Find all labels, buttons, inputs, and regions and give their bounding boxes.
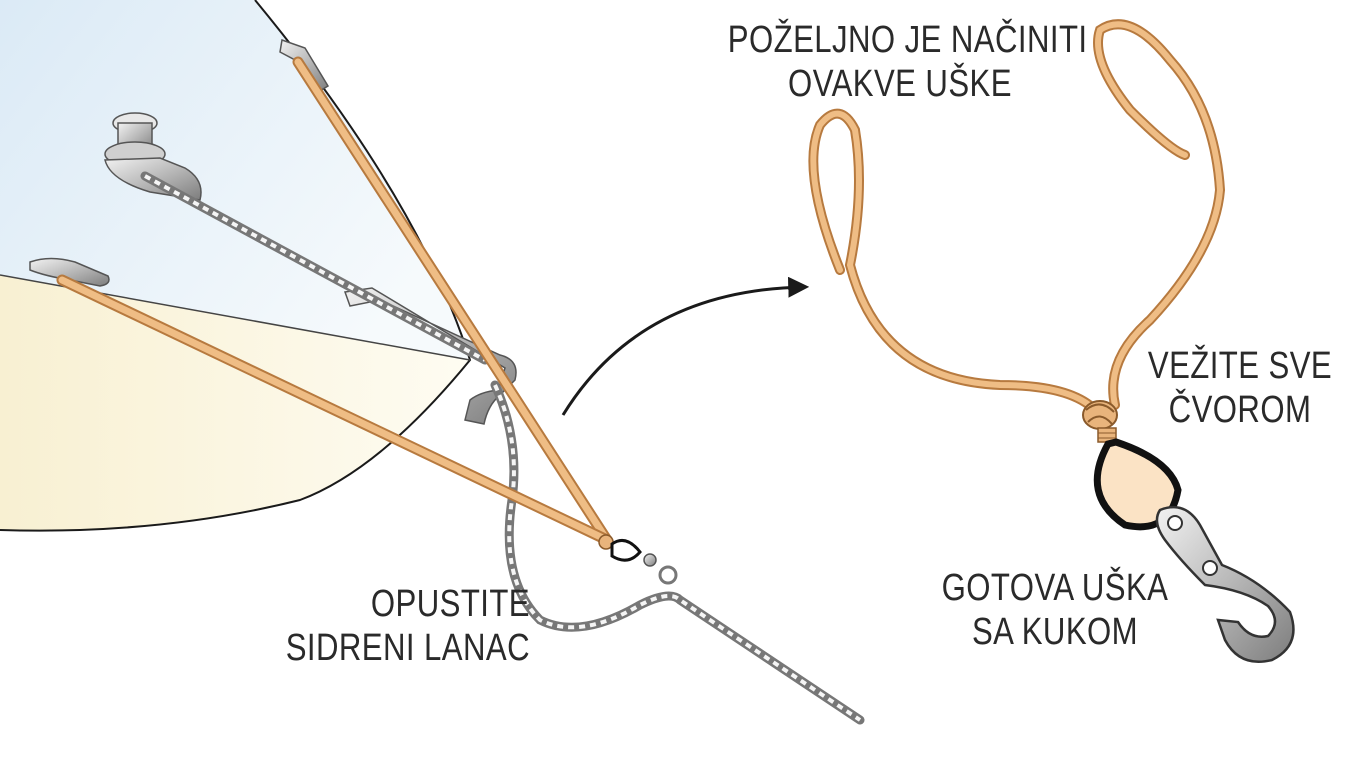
label-finished-eye-hook: GOTOVA UŠKA SA KUKOM: [932, 566, 1178, 654]
knot-icon: [1082, 400, 1118, 443]
deck-upper-area: [0, 0, 470, 360]
cleat-left-icon: [29, 257, 110, 287]
anchor-chain-hanging: [490, 380, 865, 725]
label-tie-knot: VEŽITE SVE ČVOROM: [1138, 344, 1343, 432]
bow-roller-icon: [343, 287, 517, 425]
label-hook-line1: GOTOVA UŠKA: [941, 567, 1169, 609]
label-eyes-recommended: POŽELJNO JE NAČINITI OVAKVE UŠKE: [727, 18, 1088, 106]
label-eyes-line2: OVAKVE UŠKE: [788, 63, 1012, 105]
detail-rope: [808, 19, 1226, 415]
label-chain-line2: SIDRENI LANAC: [285, 627, 530, 669]
pointer-arrow: [561, 276, 810, 416]
chain-hook-small-icon: [643, 553, 657, 567]
hook-icon: [1155, 505, 1295, 663]
label-hook-line2: SA KUKOM: [971, 611, 1139, 653]
label-knot-line1: VEŽITE SVE: [1147, 345, 1333, 387]
label-slack-chain: OPUSTITE SIDRENI LANAC: [284, 582, 530, 670]
bridle-thimble-icon: [610, 538, 642, 562]
label-eyes-line1: POŽELJNO JE NAČINITI: [727, 19, 1088, 61]
bridle-ropes: [56, 56, 613, 546]
label-chain-line1: OPUSTITE: [370, 583, 530, 625]
label-knot-line2: ČVOROM: [1168, 389, 1312, 431]
